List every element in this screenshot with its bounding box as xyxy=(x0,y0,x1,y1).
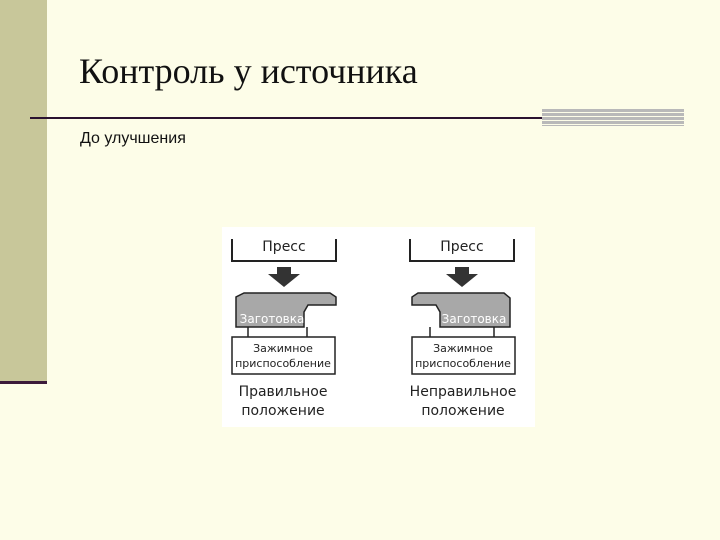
slide-title: Контроль у источника xyxy=(79,51,418,91)
right-fixture-line1: Зажимное xyxy=(433,342,493,355)
right-arrow-head xyxy=(446,274,478,287)
right-workpiece-label: Заготовка xyxy=(442,312,507,326)
right-caption-line1: Неправильное xyxy=(410,384,517,400)
right-caption-line2: положение xyxy=(421,403,504,419)
left-panel: Пресс Заготовка Зажимное приспособление … xyxy=(231,239,337,419)
right-fixture-box xyxy=(411,336,516,375)
right-fixture-line2: приспособление xyxy=(415,357,511,370)
right-arrow-stem xyxy=(455,267,469,274)
left-workpiece-label: Заготовка xyxy=(240,312,305,326)
right-panel: Пресс Заготовка Зажимное приспособление … xyxy=(409,239,517,419)
side-decoration-line xyxy=(0,381,47,384)
slide-subtitle: До улучшения xyxy=(80,130,186,147)
left-fixture-line2: приспособление xyxy=(235,357,331,370)
left-fixture-line1: Зажимное xyxy=(253,342,313,355)
right-press-label: Пресс xyxy=(440,239,483,255)
title-underline-block xyxy=(542,109,684,126)
left-arrow-head xyxy=(268,274,300,287)
right-workpiece xyxy=(411,292,511,328)
right-press-frame xyxy=(409,239,515,262)
left-press-label: Пресс xyxy=(262,239,305,255)
left-workpiece xyxy=(235,292,337,328)
left-caption-line1: Правильное xyxy=(239,384,328,400)
diagram-figure: Пресс Заготовка Зажимное приспособление … xyxy=(222,227,535,427)
side-decoration-bar xyxy=(0,0,47,383)
left-fixture-box xyxy=(231,336,336,375)
title-underline xyxy=(30,117,542,119)
left-arrow-stem xyxy=(277,267,291,274)
left-caption-line2: положение xyxy=(241,403,324,419)
left-press-frame xyxy=(231,239,337,262)
